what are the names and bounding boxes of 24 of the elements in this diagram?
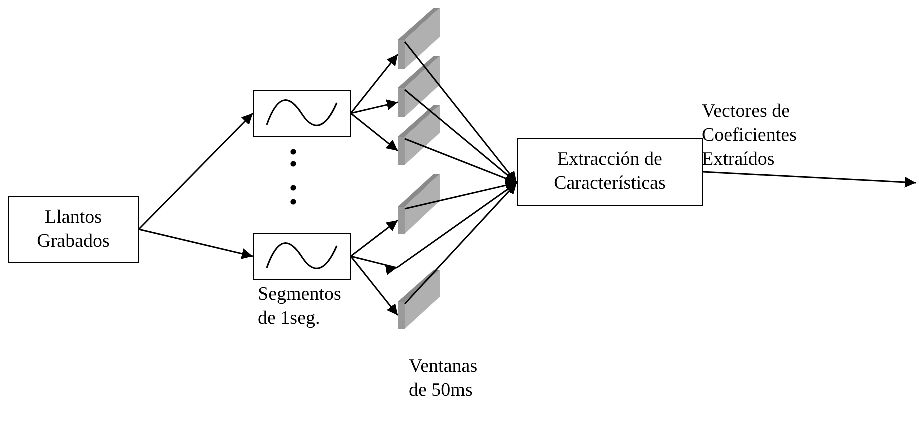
arrow (138, 228, 254, 260)
caption: Ventanas de 50ms (409, 355, 479, 403)
window-bar (398, 302, 405, 329)
window-bar (398, 137, 405, 165)
arrow (702, 171, 916, 188)
process-box: Llantos Grabados (8, 196, 139, 263)
arrow (404, 182, 518, 304)
arrow (350, 112, 398, 152)
arrow (138, 112, 254, 230)
arrow (350, 256, 399, 316)
window-bar (398, 88, 405, 117)
arrow (404, 138, 518, 184)
segment-box (253, 90, 351, 137)
process-box: Extracción de Características (517, 138, 703, 206)
arrow (350, 100, 398, 114)
node-label: Segmentos de 1seg. (258, 283, 342, 331)
edge-label: Vectores de Coeficientes Extraídos (702, 100, 798, 172)
segment-box (253, 233, 351, 280)
arrow (404, 180, 518, 210)
arrow (350, 54, 399, 114)
window-bar (398, 207, 405, 234)
arrow (350, 220, 398, 258)
arrow (404, 42, 518, 184)
window-bar (398, 40, 405, 69)
